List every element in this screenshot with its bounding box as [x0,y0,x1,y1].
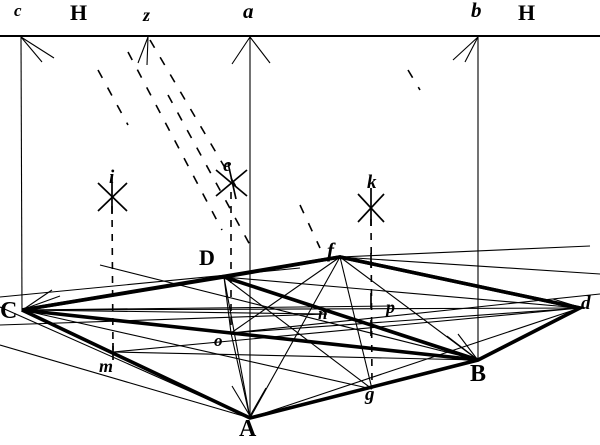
arrowheads-horizon [20,36,479,66]
outer-parallelogram [21,255,586,420]
label-f: f [327,238,334,262]
label-n: n [318,304,328,323]
label-d: d [581,293,591,314]
label-p: p [386,297,395,317]
label-B: B [470,361,487,387]
label-o: o [214,331,223,350]
label-horizon-right: H [518,0,536,25]
label-m: m [99,356,114,376]
label-z: z [143,5,151,25]
dashed-rays-from-z [97,39,421,249]
edge-ticks [112,253,372,360]
label-b: b [471,0,482,22]
cross-mark-i [97,176,128,214]
cross-mark-k [357,188,385,226]
construction-lines [0,245,600,419]
label-i: i [109,167,115,188]
label-c: c [14,1,22,20]
label-e: e [223,155,232,176]
vertical-lines [20,35,479,418]
label-a: a [243,0,254,23]
label-D: D [199,245,215,270]
cross-mark-e [215,162,248,200]
label-C: C [0,298,18,324]
arrowheads-ground [23,289,580,417]
label-g: g [365,384,375,405]
label-k: k [367,172,377,193]
label-horizon-left: H [70,0,88,25]
label-A: A [239,416,257,442]
